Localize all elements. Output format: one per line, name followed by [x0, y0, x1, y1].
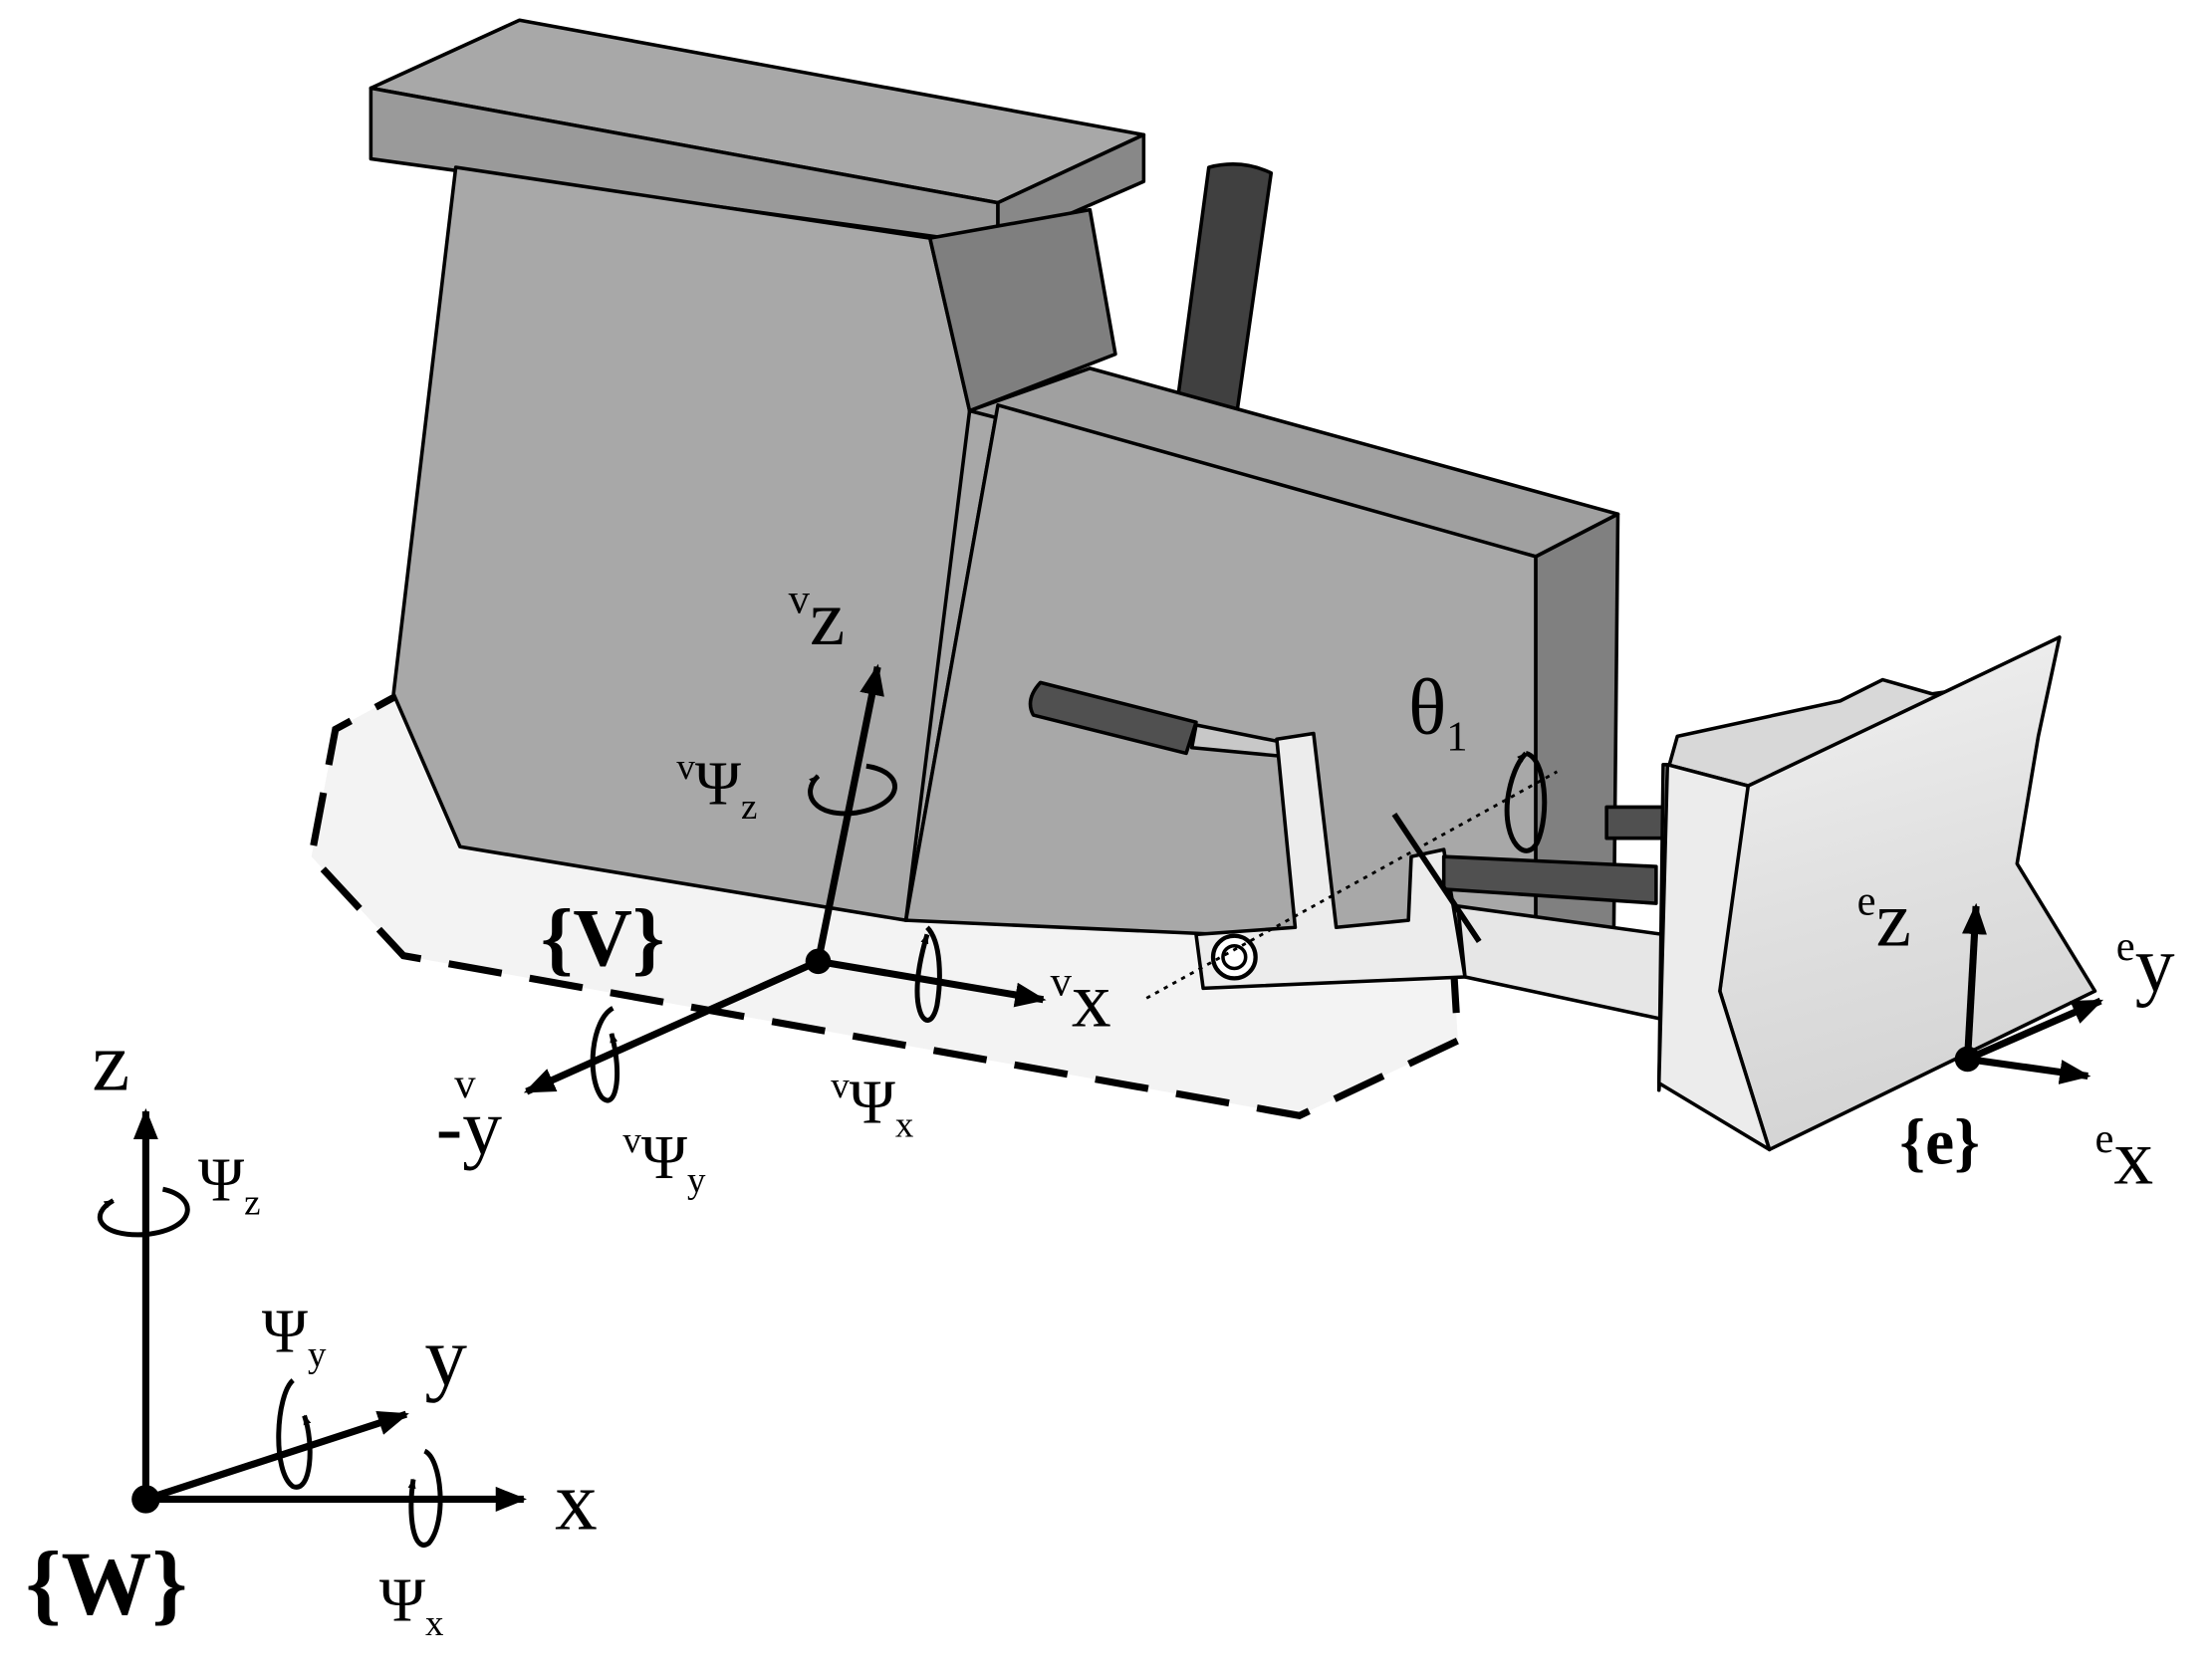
world-rot-x-arrow — [407, 1448, 443, 1548]
blade — [1656, 635, 2097, 1152]
blade-y-axis — [1966, 997, 2104, 1063]
vehicle-rot-x-arrow — [914, 925, 942, 1023]
world-y-label: y — [424, 1310, 467, 1403]
exhaust-pipe — [1175, 162, 1274, 413]
vehicle-frame: {V} vz vx v-y vΨz vΨx vΨy — [436, 575, 1111, 1200]
world-z-label: z — [92, 1016, 129, 1109]
world-x-label: x — [555, 1454, 598, 1548]
joint-rot-arrow — [1504, 751, 1548, 853]
blade-frame-label: {e} — [1899, 1107, 1980, 1179]
vehicle-rot-y-label: vΨy — [622, 1119, 706, 1200]
world-rot-y-arrow — [276, 1378, 313, 1490]
world-rot-z-label: Ψz — [198, 1145, 261, 1223]
vehicle-x-axis — [817, 957, 1047, 1008]
lever-bracket — [1194, 731, 1467, 991]
world-rot-z-arrow — [97, 1186, 190, 1238]
blade-left-edge — [1656, 763, 1772, 1152]
lift-cylinder — [1028, 680, 1284, 759]
cab — [368, 18, 1146, 922]
cab-rear-panel — [927, 207, 1117, 413]
blade-z-axis — [1962, 902, 1987, 1060]
blade-y-label: ey — [2116, 921, 2175, 1009]
world-frame: {W} z y x Ψz Ψy Ψx — [26, 1016, 598, 1643]
vehicle-x-label: vx — [1051, 957, 1111, 1045]
world-frame-label: {W} — [26, 1534, 188, 1634]
blade-x-label: ex — [2094, 1113, 2153, 1201]
vehicle-z-label: vz — [789, 575, 846, 662]
blade-z-label: ez — [1857, 876, 1911, 964]
vehicle-rot-z-label: vΨz — [676, 746, 757, 827]
vehicle-y-axis — [523, 958, 820, 1095]
joint-angle: θ1 — [1408, 664, 1548, 853]
vehicle-frame-label: {V} — [541, 893, 664, 984]
world-rot-x-label: Ψx — [379, 1565, 444, 1643]
blade-frame: {e} ez ey ex — [1857, 876, 2175, 1202]
joint-angle-label: θ1 — [1408, 664, 1467, 761]
vehicle-y-label: v-y — [436, 1061, 503, 1172]
world-rot-y-label: Ψy — [262, 1297, 327, 1374]
vehicle-rot-x-label: vΨx — [831, 1065, 914, 1145]
vehicle-rot-y-arrow — [590, 1006, 620, 1103]
world-y-axis — [144, 1410, 409, 1503]
blade-x-axis — [1967, 1055, 2091, 1084]
vehicle-rot-z-arrow — [808, 763, 897, 817]
